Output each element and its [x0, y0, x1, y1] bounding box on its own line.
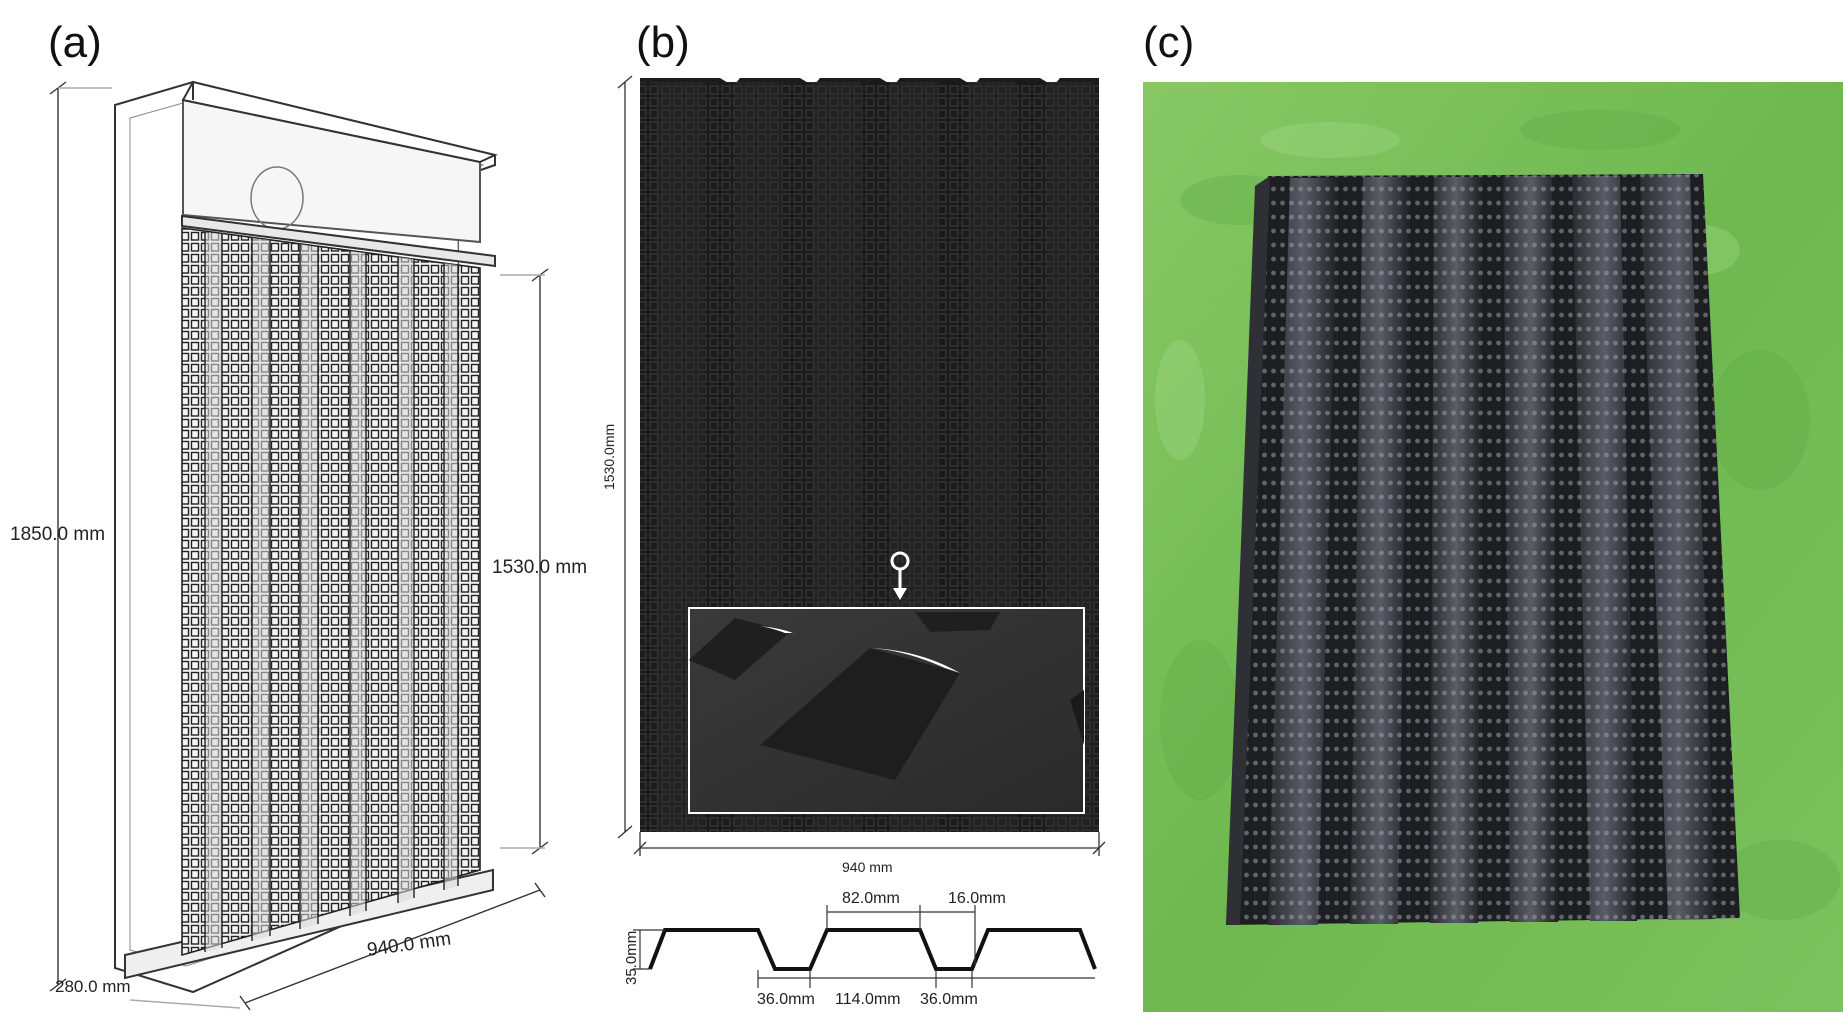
panel-label-b: (b)	[636, 18, 690, 67]
dim-profile-top: 82.0mm	[842, 890, 900, 907]
dim-profile-bottom-a: 36.0mm	[757, 991, 815, 1008]
dim-width: 940.0 mm	[366, 928, 453, 961]
perforated-panel-a	[181, 227, 481, 957]
panel-label-a: (a)	[48, 18, 102, 67]
dim-panel-height: 1530.0 mm	[492, 557, 587, 578]
dim-profile-web: 16.0mm	[948, 890, 1006, 907]
magnified-inset	[688, 607, 1085, 814]
photo-perforated-sheet	[1143, 82, 1843, 1012]
dim-b-height: 1530.0mm	[601, 424, 617, 490]
dimension-lines-b	[617, 75, 1106, 856]
dim-depth: 280.0 mm	[55, 977, 131, 996]
corrugation-profile	[633, 905, 1097, 988]
dim-profile-pitch: 114.0mm	[835, 991, 901, 1008]
dimension-lines-a	[49, 81, 549, 1011]
dim-total-height: 1850.0 mm	[10, 524, 105, 545]
dim-profile-depth: 35.0mm	[623, 931, 640, 985]
magnifier-pointer-icon	[890, 551, 910, 600]
dim-profile-bottom-b: 36.0mm	[920, 991, 978, 1008]
panel-label-c: (c)	[1143, 18, 1195, 67]
dim-b-width: 940 mm	[842, 859, 893, 875]
